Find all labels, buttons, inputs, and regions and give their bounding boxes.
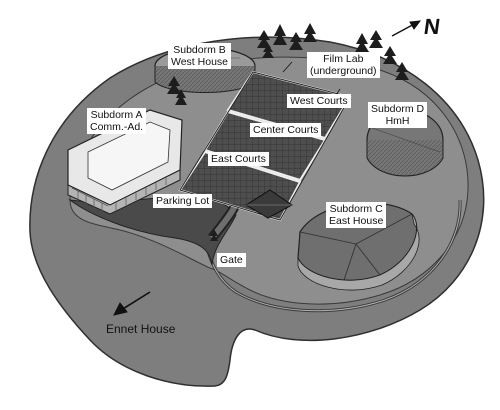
label-subdorm-c: Subdorm C East House — [326, 202, 387, 228]
label-subdorm-d-line2: HmH — [385, 115, 410, 127]
label-parking-lot: Parking Lot — [153, 194, 213, 208]
label-subdorm-d-line1: Subdorm D — [371, 103, 425, 115]
label-subdorm-a: Subdorm A Comm.-Ad. — [87, 108, 147, 134]
label-west-courts: West Courts — [287, 94, 351, 108]
label-ennet-house: Ennet House — [106, 322, 176, 336]
label-subdorm-b-line2: West House — [171, 56, 228, 68]
label-film-lab-line2: (underground) — [310, 65, 377, 77]
north-arrow — [391, 20, 422, 37]
label-subdorm-b: Subdorm B West House — [168, 43, 231, 69]
label-subdorm-c-line1: Subdorm C — [329, 203, 383, 215]
label-east-courts: East Courts — [208, 152, 269, 166]
label-subdorm-b-line1: Subdorm B — [173, 44, 226, 56]
label-subdorm-a-line1: Subdorm A — [90, 109, 143, 121]
label-subdorm-a-line2: Comm.-Ad. — [90, 121, 144, 133]
tree-cluster — [167, 23, 409, 241]
ennet-house-arrow — [113, 291, 151, 316]
label-subdorm-d: Subdorm D HmH — [368, 102, 428, 128]
label-center-courts: Center Courts — [250, 123, 322, 137]
label-film-lab: Film Lab (underground) — [307, 52, 380, 78]
label-subdorm-c-line2: East House — [329, 215, 384, 227]
label-gate: Gate — [217, 253, 246, 267]
label-film-lab-line1: Film Lab — [323, 53, 364, 65]
